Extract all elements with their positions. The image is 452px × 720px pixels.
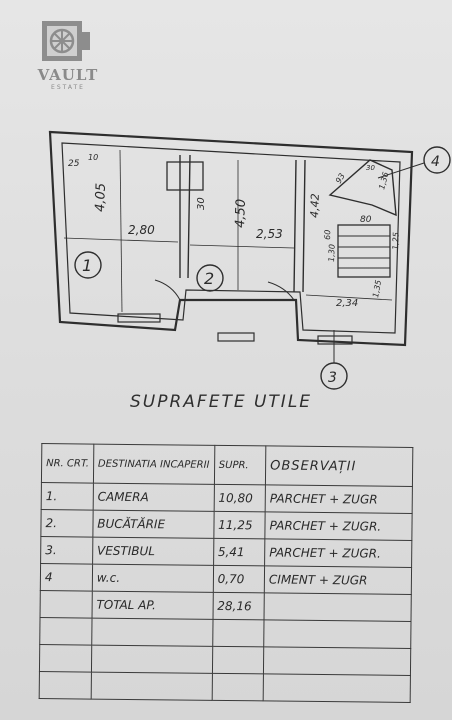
dim-small-d: 60 [323, 230, 332, 240]
dim-small-c: 1,30 [327, 244, 337, 262]
total-value: 28,16 [212, 592, 265, 620]
partition-2-3 [293, 159, 306, 293]
row-dest: BUCĂTĂRIE [92, 510, 214, 539]
row-dest: CAMERA [92, 483, 215, 512]
row-dest: w.c. [92, 564, 214, 593]
logo-name: VAULT [37, 66, 99, 84]
floor-plan: 1 2 3 4 25 10 4,05 2,80 30 4,50 2,53 4,4… [48, 130, 451, 390]
table-row: 4 w.c. 0,70 CIMENT + ZUGR [40, 563, 412, 595]
vault-estate-logo: VAULT ESTATE [28, 18, 108, 96]
chimney [166, 161, 204, 191]
table-blank-row [39, 617, 412, 649]
room-1-marker [74, 251, 102, 279]
dim-room1-corner: 25 [68, 159, 80, 169]
logo-emblem-icon [42, 21, 90, 61]
room-1-number: 1 [82, 256, 92, 275]
row-supr: 5,41 [213, 538, 265, 566]
dim-small-a: 93 [334, 172, 347, 185]
table-blank-row [39, 671, 411, 703]
row-obs: CIMENT + ZUGR [264, 565, 412, 595]
dim-small-b: 1,36 [377, 171, 390, 191]
row-nr: 3. [40, 536, 93, 565]
partition-1-2 [179, 154, 191, 279]
total-obs-empty [264, 592, 412, 622]
dim-room3-width: 2,34 [336, 298, 358, 309]
row-obs: PARCHET + ZUGR [265, 484, 413, 514]
window-2 [217, 332, 255, 342]
header-obs: OBSERVAȚII [265, 445, 413, 487]
dim-chimney: 30 [196, 197, 207, 210]
dim-room2-width: 2,53 [256, 227, 283, 241]
row-nr: 4 [40, 563, 93, 592]
stairs [337, 224, 391, 278]
inner-wall [61, 142, 401, 334]
dim-small-f: 1,35 [371, 279, 383, 298]
header-dest: DESTINATIA INCAPERII [93, 444, 215, 485]
room-2-number: 2 [204, 269, 214, 288]
table-header-row: NR. CRT. DESTINATIA INCAPERII SUPR. OBSE… [41, 443, 413, 487]
dim-room1-height: 4,05 [93, 183, 109, 212]
surfaces-table: NR. CRT. DESTINATIA INCAPERII SUPR. OBSE… [39, 443, 414, 703]
dim-small-g: 30 [366, 164, 375, 172]
door-arc-1 [154, 279, 181, 301]
row-supr: 10,80 [213, 484, 266, 512]
room-3-number: 3 [328, 370, 337, 386]
table-row: 2. BUCĂTĂRIE 11,25 PARCHET + ZUGR. [40, 509, 413, 541]
row-nr: 1. [41, 482, 94, 511]
room-4-marker [423, 146, 451, 174]
outer-wall [48, 130, 414, 347]
dim-room3-height: 4,42 [308, 193, 322, 218]
dim-stair-width: 80 [360, 215, 372, 225]
table-total-row: TOTAL AP. 28,16 [40, 590, 412, 622]
dim-room1-corner2: 10 [88, 153, 98, 162]
table-row: 3. VESTIBUL 5,41 PARCHET + ZUGR. [40, 536, 412, 568]
room-4-number: 4 [431, 154, 440, 170]
table-blank-row [39, 644, 411, 676]
surfaces-title: SUPRAFETE UTILE [130, 392, 313, 412]
row-obs: PARCHET + ZUGR. [264, 511, 413, 541]
table-row: 1. CAMERA 10,80 PARCHET + ZUGR [41, 482, 413, 514]
row-supr: 11,25 [213, 511, 266, 539]
dim-room2-height: 4,50 [233, 199, 249, 228]
room-2-marker [196, 264, 224, 292]
logo-subtitle: ESTATE [51, 84, 85, 91]
header-supr: SUPR. [214, 445, 266, 485]
total-empty [40, 590, 93, 619]
dim-room1-width: 2,80 [128, 223, 155, 237]
dim-small-e: 1,25 [391, 232, 401, 250]
window-1 [117, 313, 161, 323]
row-supr: 0,70 [212, 565, 265, 593]
wc-walls [328, 159, 397, 217]
row-dest: VESTIBUL [92, 537, 214, 566]
row-obs: PARCHET + ZUGR. [264, 538, 412, 568]
row-nr: 2. [40, 509, 93, 538]
header-nr: NR. CRT. [41, 443, 94, 484]
door-arc-2 [267, 281, 295, 301]
total-label: TOTAL AP. [91, 591, 213, 620]
window-3 [317, 335, 353, 345]
